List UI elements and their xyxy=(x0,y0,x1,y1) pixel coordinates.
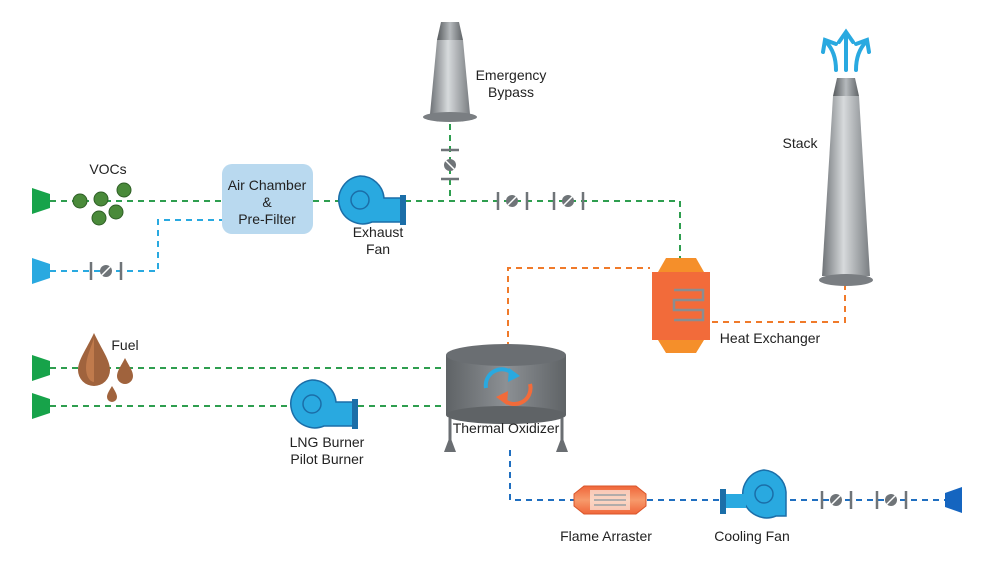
bypass-valve-icon xyxy=(441,148,459,181)
heat-exchanger-to-stack-line xyxy=(712,285,846,323)
cooling-air-inlet-icon xyxy=(945,487,962,513)
emergency-bypass-label-1: Emergency xyxy=(476,67,547,83)
fan-to-heat-exchanger-line xyxy=(405,200,681,258)
voc-inlet-icon xyxy=(32,188,50,214)
air-chamber-label-2: & xyxy=(262,194,272,210)
stack-label: Stack xyxy=(782,135,818,151)
vocs-label: VOCs xyxy=(89,161,126,177)
lng-inlet-icon xyxy=(32,393,50,419)
thermal-oxidizer-label: Thermal Oxidizer xyxy=(453,420,560,436)
main-line-valve-1-icon xyxy=(496,192,529,210)
fresh-air-valve-icon xyxy=(89,262,123,280)
air-chamber-label-1: Air Chamber xyxy=(228,177,307,193)
thermal-oxidizer-icon xyxy=(444,344,568,452)
voc-particles-icon xyxy=(72,182,132,226)
exhaust-fan-label-1: Exhaust xyxy=(353,224,404,240)
valves xyxy=(89,148,908,509)
flame-arraster-label: Flame Arraster xyxy=(560,528,652,544)
fresh-air-line xyxy=(50,219,222,272)
exhaust-fan-icon xyxy=(338,175,406,225)
cooling-valve-2-icon xyxy=(875,491,908,509)
inlets xyxy=(32,188,962,513)
exhaust-fan-label-2: Fan xyxy=(366,241,390,257)
emergency-bypass-stack-icon xyxy=(423,22,477,122)
cooling-valve-1-icon xyxy=(820,491,853,509)
fuel-drops-icon xyxy=(78,333,133,402)
fresh-air-inlet-icon xyxy=(32,258,50,284)
fuel-label: Fuel xyxy=(111,337,138,353)
heat-exchanger-label: Heat Exchanger xyxy=(720,330,821,346)
exhaust-arrows-icon xyxy=(821,28,871,72)
lng-burner-label-2: Pilot Burner xyxy=(290,451,363,467)
main-line-valve-2-icon xyxy=(552,192,585,210)
heat-exchanger-icon xyxy=(652,258,710,353)
cooling-fan-label: Cooling Fan xyxy=(714,528,790,544)
air-chamber-label-3: Pre-Filter xyxy=(238,211,296,227)
lng-burner-fan-icon xyxy=(290,379,358,429)
stack-icon xyxy=(819,78,873,286)
fuel-inlet-icon xyxy=(32,355,50,381)
air-chamber xyxy=(222,164,313,234)
cooling-fan-icon xyxy=(720,469,787,519)
cooling-line xyxy=(509,450,945,501)
emergency-bypass-label-2: Bypass xyxy=(488,84,534,100)
flame-arraster-icon xyxy=(573,485,647,515)
oxidizer-to-heat-exchanger-line xyxy=(507,267,650,348)
pipes xyxy=(50,124,945,501)
lng-burner-label-1: LNG Burner xyxy=(290,434,365,450)
